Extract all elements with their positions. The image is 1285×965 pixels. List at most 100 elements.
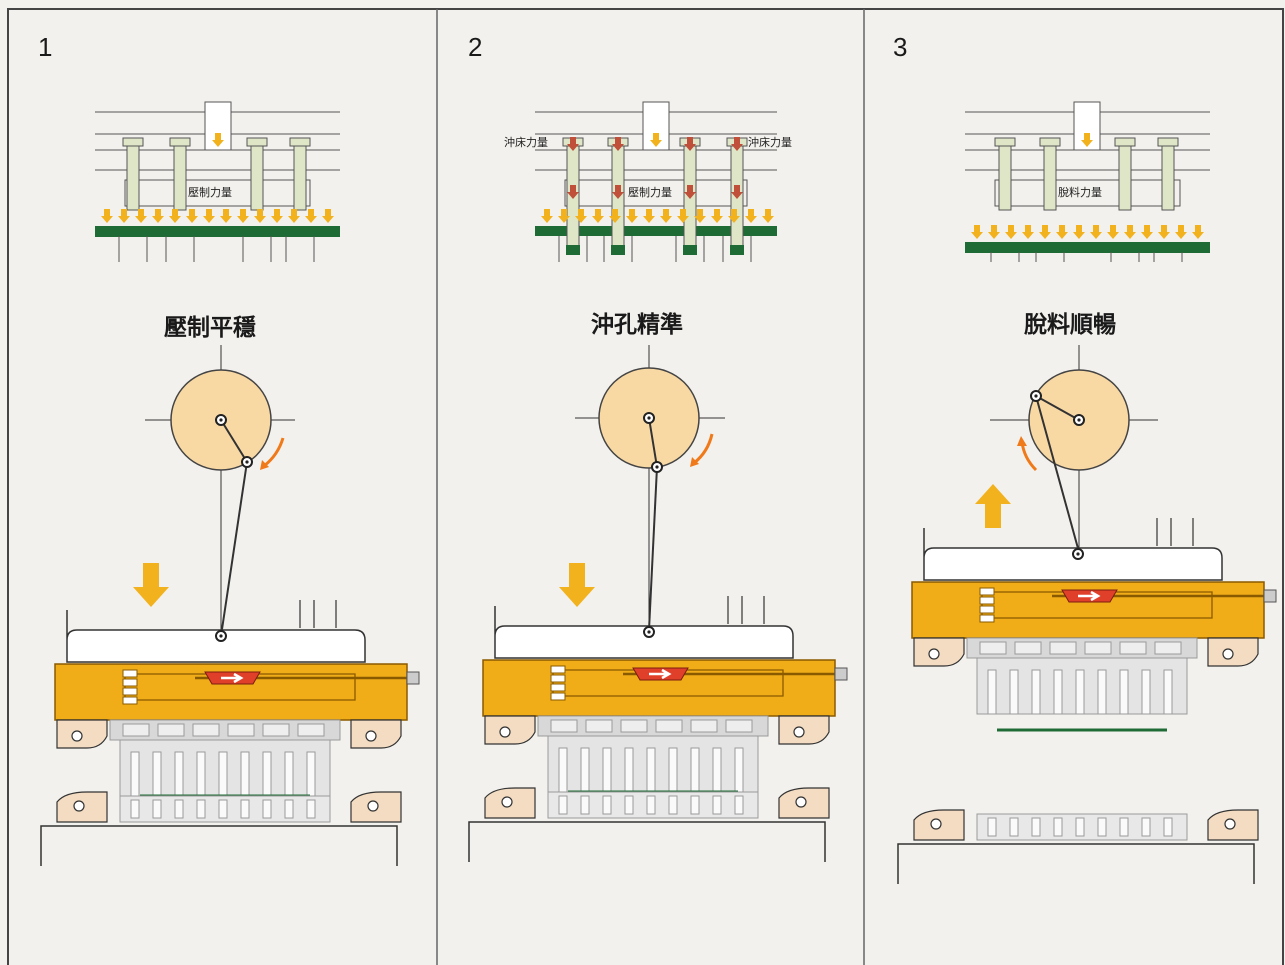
force-arrow-icon	[1005, 225, 1017, 239]
crank-mechanism	[575, 345, 725, 631]
force-arrow-icon	[694, 209, 706, 223]
force-schematic: 沖床力量 壓制力量 沖床力量	[504, 101, 792, 262]
force-arrow-icon	[288, 209, 300, 223]
press-bed	[897, 843, 1255, 884]
step-title: 壓制平穩	[164, 315, 256, 341]
force-arrow-icon	[988, 225, 1000, 239]
force-arrow-icon	[212, 133, 224, 147]
guide-column	[173, 145, 187, 211]
force-arrow-icon	[567, 185, 579, 199]
step-number: 2	[468, 32, 482, 62]
direction-arrow-icon	[1078, 590, 1101, 602]
crank-arm	[1035, 395, 1080, 421]
force-arrow-icon	[1039, 225, 1051, 239]
crank-arm	[648, 417, 658, 468]
force-arrow-icon	[626, 209, 638, 223]
press-assembly	[468, 596, 848, 862]
rotation-arrow-icon	[1020, 441, 1038, 472]
force-arrow-icon	[1192, 225, 1204, 239]
punched-slug	[730, 245, 744, 255]
connecting-rod	[220, 461, 248, 637]
rotation-arrow-icon	[693, 433, 714, 465]
schematic-strip	[95, 226, 340, 237]
connecting-rod	[1035, 395, 1080, 553]
force-label: 壓制力量	[188, 186, 232, 199]
force-arrow-icon	[684, 137, 696, 151]
guide-column	[126, 145, 140, 211]
force-arrow-icon	[220, 209, 232, 223]
slide-direction-arrow-icon	[133, 563, 169, 607]
force-arrow-icon	[728, 209, 740, 223]
force-arrow-icon	[650, 133, 662, 147]
force-arrow-icon	[541, 209, 553, 223]
force-arrow-icon	[1081, 133, 1093, 147]
force-arrow-icon	[711, 209, 723, 223]
crank-mechanism	[990, 345, 1158, 553]
crank-arm	[220, 419, 248, 463]
force-arrow-icon	[731, 137, 743, 151]
guide-column	[250, 145, 264, 211]
panel-1: 1 壓制力量 壓制平穩	[38, 32, 420, 866]
force-arrow-icon	[612, 137, 624, 151]
punched-slug	[611, 245, 625, 255]
force-arrow-icon	[101, 209, 113, 223]
force-label-right: 沖床力量	[748, 135, 792, 149]
force-arrow-icon	[762, 209, 774, 223]
force-arrow-icon	[643, 209, 655, 223]
force-arrow-icon	[612, 185, 624, 199]
schematic-strip	[535, 226, 777, 236]
panel-3: 3 脫料力量 脫料順暢	[893, 32, 1277, 884]
force-label-center: 壓制力量	[628, 186, 672, 199]
force-arrow-icon	[1090, 225, 1102, 239]
force-arrow-icon	[558, 209, 570, 223]
force-label: 脫料力量	[1058, 185, 1102, 199]
force-arrow-icon	[567, 137, 579, 151]
punched-slug	[683, 245, 697, 255]
force-arrow-icon	[609, 209, 621, 223]
slide-direction-arrow-icon	[975, 484, 1011, 528]
guide-column	[293, 145, 307, 211]
force-arrow-icon	[1141, 225, 1153, 239]
force-arrow-icon	[305, 209, 317, 223]
force-arrow-icon	[1073, 225, 1085, 239]
force-arrow-icon	[322, 209, 334, 223]
force-arrow-icon	[745, 209, 757, 223]
force-arrow-icon	[152, 209, 164, 223]
force-arrow-icon	[1107, 225, 1119, 239]
force-arrow-icon	[575, 209, 587, 223]
force-arrow-icon	[1124, 225, 1136, 239]
force-arrow-icon	[135, 209, 147, 223]
press-assembly	[40, 600, 420, 866]
force-arrow-icon	[1175, 225, 1187, 239]
step-number: 3	[893, 32, 907, 62]
force-arrow-icon	[1022, 225, 1034, 239]
outer-frame	[7, 8, 1284, 965]
force-arrow-icon	[254, 209, 266, 223]
force-arrow-icon	[271, 209, 283, 223]
force-arrow-icon	[118, 209, 130, 223]
step-title: 脫料順暢	[1024, 311, 1116, 338]
press-bed	[40, 825, 398, 866]
force-arrow-icon	[592, 209, 604, 223]
force-arrow-icon	[169, 209, 181, 223]
force-arrow-icon	[731, 185, 743, 199]
direction-arrow-icon	[649, 668, 672, 680]
force-arrow-icon	[237, 209, 249, 223]
force-schematic: 壓制力量	[95, 101, 340, 262]
guide-column	[1161, 145, 1175, 211]
direction-arrow-icon	[221, 672, 244, 684]
press-bed	[468, 821, 826, 862]
force-arrow-icon	[1056, 225, 1068, 239]
force-arrow-icon	[1158, 225, 1170, 239]
punched-slug	[566, 245, 580, 255]
force-arrow-icon	[971, 225, 983, 239]
connecting-rod	[648, 466, 658, 631]
force-label-left: 沖床力量	[504, 135, 548, 149]
schematic-strip	[965, 242, 1210, 253]
guide-column	[1118, 145, 1132, 211]
slide-direction-arrow-icon	[559, 563, 595, 607]
rotation-arrow-icon	[263, 437, 285, 468]
force-arrow-icon	[186, 209, 198, 223]
guide-column	[1043, 145, 1057, 211]
